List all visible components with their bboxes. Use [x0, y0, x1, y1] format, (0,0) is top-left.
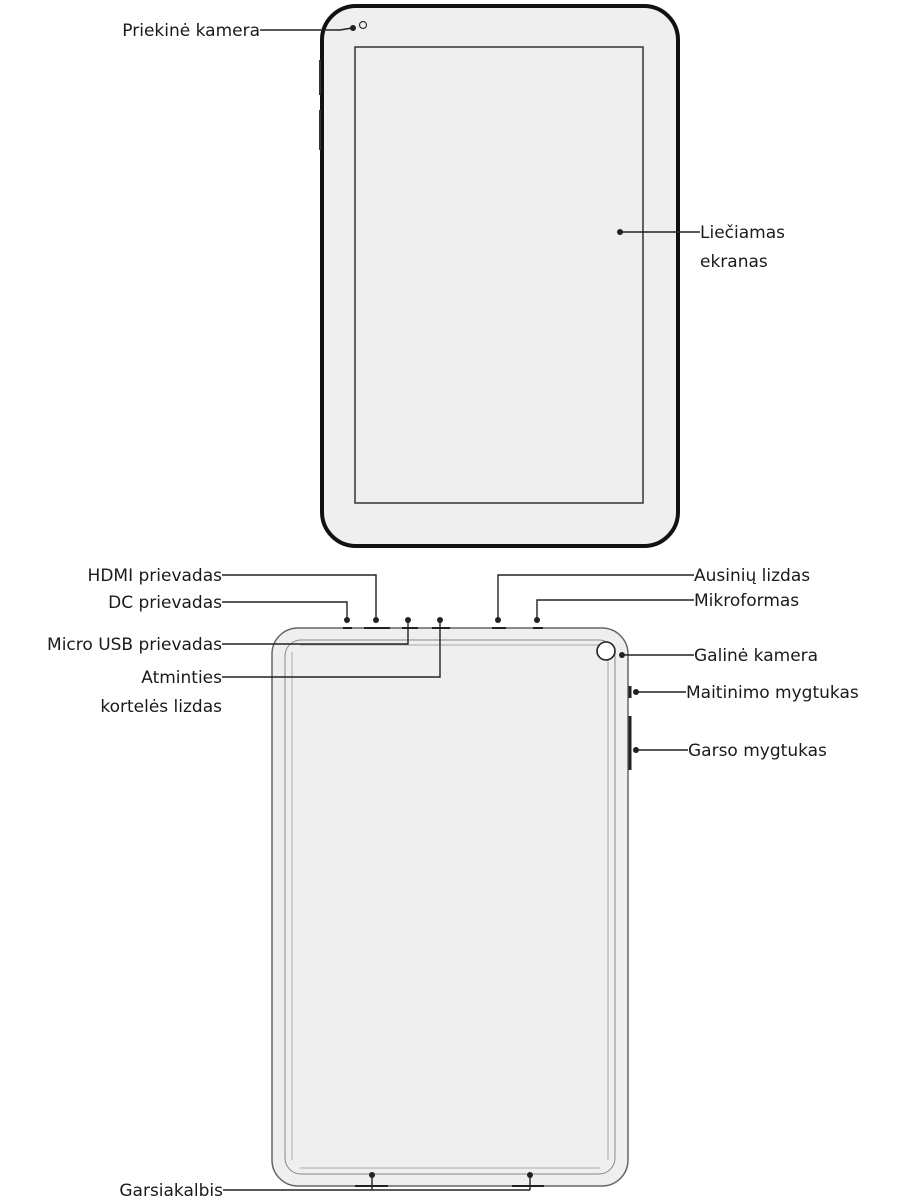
back-body-inner — [284, 639, 616, 1175]
label-micro-usb-port: Micro USB prievadas — [47, 635, 222, 655]
label-speaker: Garsiakalbis — [119, 1181, 223, 1201]
label-volume-button: Garso mygtukas — [688, 741, 827, 761]
label-rear-camera: Galinė kamera — [694, 646, 818, 666]
label-hdmi-port: HDMI prievadas — [88, 566, 223, 586]
tablet-back-view — [271, 627, 632, 1187]
tablet-front-view — [319, 4, 680, 548]
label-microphone: Mikroformas — [694, 591, 799, 611]
label-dc-port: DC prievadas — [108, 593, 222, 613]
label-touchscreen-line2: ekranas — [700, 252, 768, 272]
label-touchscreen-line1: Liečiamas — [700, 223, 785, 243]
label-front-camera: Priekinė kamera — [122, 21, 260, 41]
rear-camera-lens — [596, 641, 616, 661]
label-memory-card-line1: Atminties — [141, 668, 222, 688]
label-memory-card-line2: kortelės lizdas — [100, 697, 222, 717]
front-screen — [354, 46, 644, 504]
callout-leaders — [222, 25, 700, 1191]
label-headphone-jack: Ausinių lizdas — [694, 566, 810, 586]
front-camera-lens — [358, 20, 368, 30]
back-body-outer — [271, 627, 629, 1187]
label-power-button: Maitinimo mygtukas — [686, 683, 859, 703]
callout-labels: Priekinė kamera Liečiamas ekranas HDMI p… — [47, 21, 859, 1201]
